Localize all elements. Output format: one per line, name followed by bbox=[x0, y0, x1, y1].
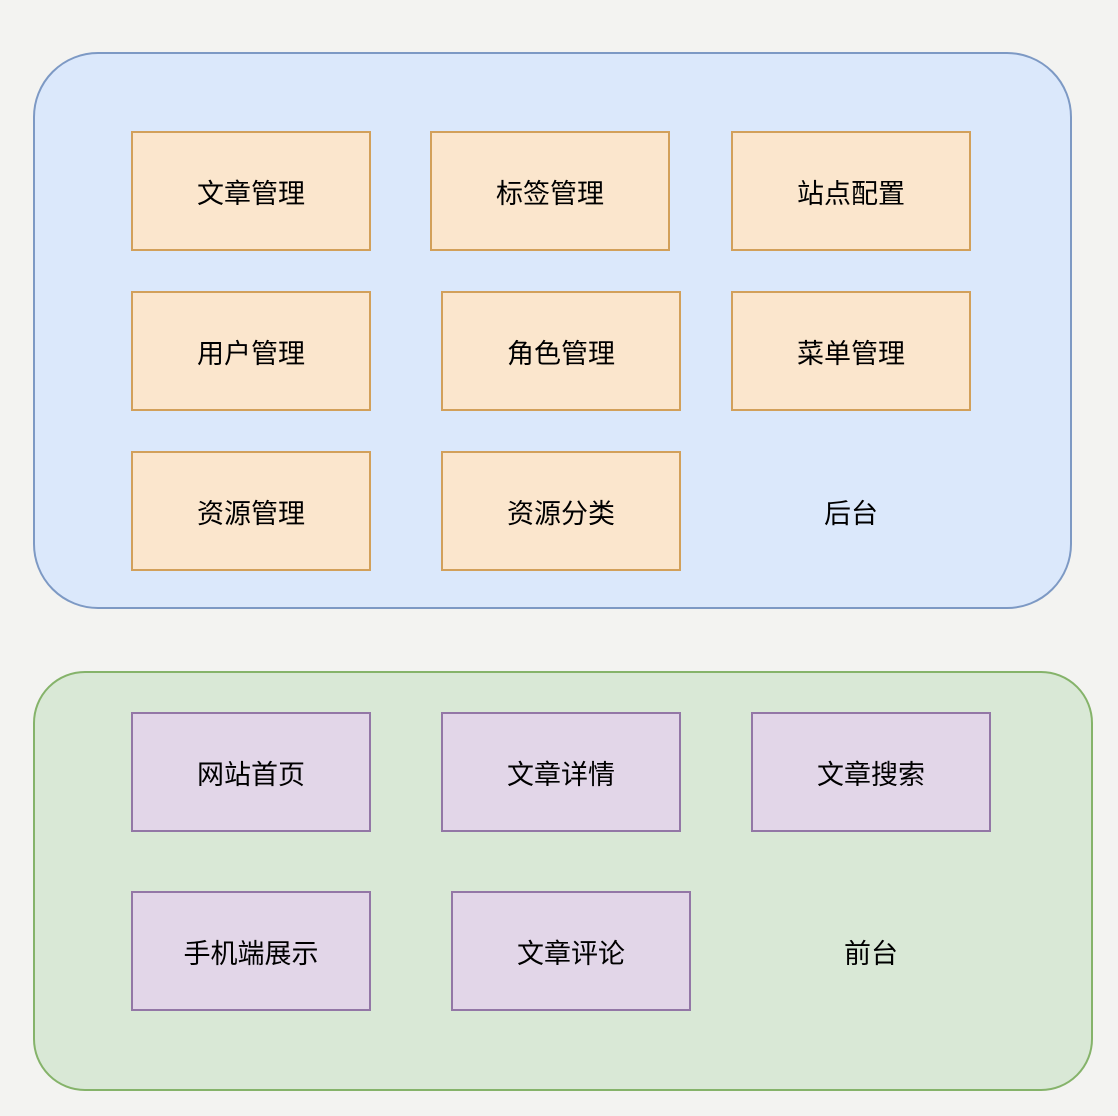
node-article-detail: 文章详情 bbox=[441, 712, 681, 832]
node-tag-management: 标签管理 bbox=[430, 131, 670, 251]
node-menu-management: 菜单管理 bbox=[731, 291, 971, 411]
node-role-management: 角色管理 bbox=[441, 291, 681, 411]
node-article-search: 文章搜索 bbox=[751, 712, 991, 832]
node-user-management: 用户管理 bbox=[131, 291, 371, 411]
node-resource-management: 资源管理 bbox=[131, 451, 371, 571]
node-resource-category: 资源分类 bbox=[441, 451, 681, 571]
node-article-management: 文章管理 bbox=[131, 131, 371, 251]
node-article-comment: 文章评论 bbox=[451, 891, 691, 1011]
node-site-home: 网站首页 bbox=[131, 712, 371, 832]
backend-group-label: 后台 bbox=[824, 498, 878, 529]
node-mobile-display: 手机端展示 bbox=[131, 891, 371, 1011]
frontend-group-label: 前台 bbox=[844, 938, 898, 969]
node-site-config: 站点配置 bbox=[731, 131, 971, 251]
backend-group-container: 文章管理 标签管理 站点配置 用户管理 角色管理 菜单管理 资源管理 资源分类 … bbox=[33, 52, 1072, 609]
frontend-group-container: 网站首页 文章详情 文章搜索 手机端展示 文章评论 前台 bbox=[33, 671, 1093, 1091]
